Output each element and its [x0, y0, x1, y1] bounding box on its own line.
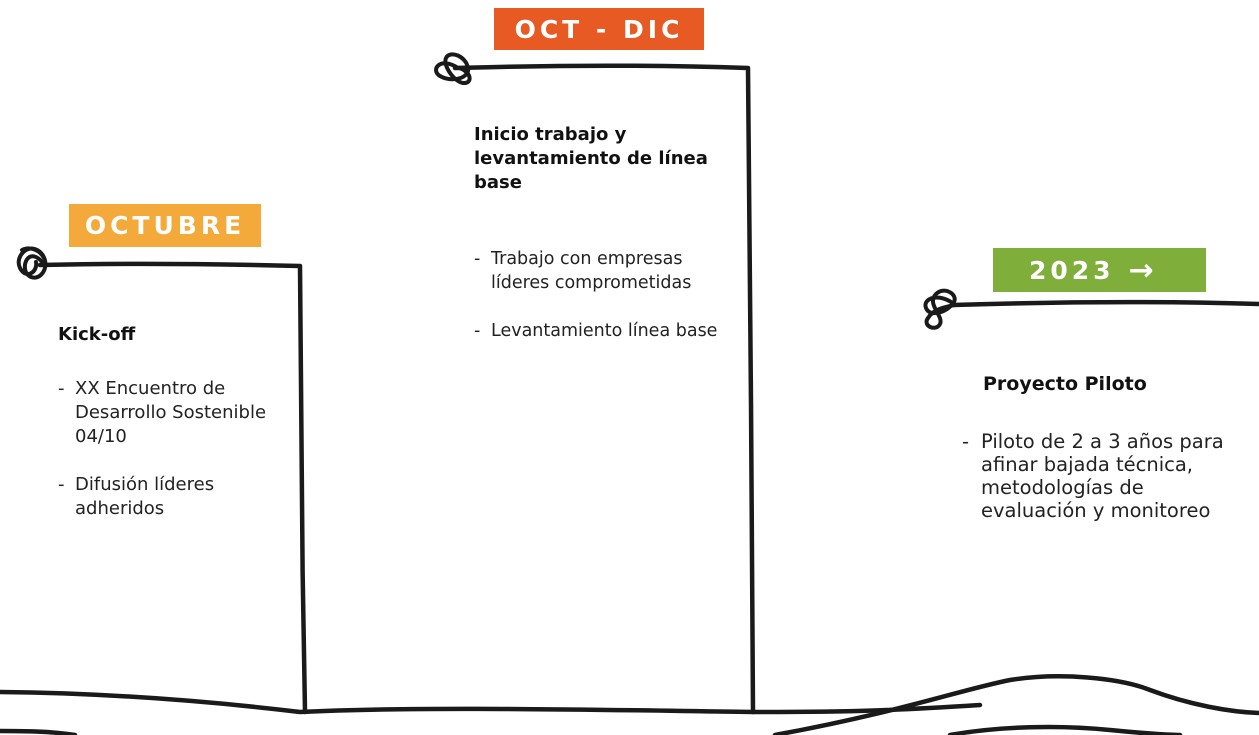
column-2-frame: [452, 63, 756, 715]
column-2-bullets: Trabajo con empresas líderes comprometid…: [474, 247, 744, 367]
period-label-oct-dic: OCT - DIC: [494, 8, 704, 50]
column-1-heading: Kick-off: [58, 324, 136, 345]
bullet-item: XX Encuentro de Desarrollo Sostenible 04…: [58, 377, 283, 449]
column-1-bullets: XX Encuentro de Desarrollo Sostenible 04…: [58, 377, 283, 545]
period-year: 2023: [1029, 255, 1115, 285]
column-3-bullets: Piloto de 2 a 3 años para afinar bajada …: [962, 430, 1252, 546]
period-label-octubre: OCTUBRE: [69, 204, 261, 247]
bullet-item: Difusión líderes adheridos: [58, 473, 283, 521]
bullet-item: Trabajo con empresas líderes comprometid…: [474, 247, 744, 295]
bottom-hill-2: [0, 728, 78, 735]
bottom-hill-1: [0, 689, 983, 715]
bottom-hill-4: [947, 724, 1183, 735]
bottom-hill-3: [772, 674, 1259, 735]
arrow-right-icon: →: [1128, 252, 1154, 288]
knot-icon-3: [923, 288, 957, 330]
knot-icon-1: [16, 246, 48, 280]
bullet-item: Levantamiento línea base: [474, 319, 744, 343]
knot-icon-2: [434, 52, 472, 85]
column-2-heading: Inicio trabajo y levantamiento de línea …: [474, 124, 708, 193]
column-1-frame: [37, 261, 308, 715]
period-label-2023: 2023 →: [993, 248, 1206, 292]
bullet-item: Piloto de 2 a 3 años para afinar bajada …: [962, 430, 1252, 522]
column-3-frame: [950, 299, 1259, 308]
column-3-heading: Proyecto Piloto: [983, 373, 1147, 395]
